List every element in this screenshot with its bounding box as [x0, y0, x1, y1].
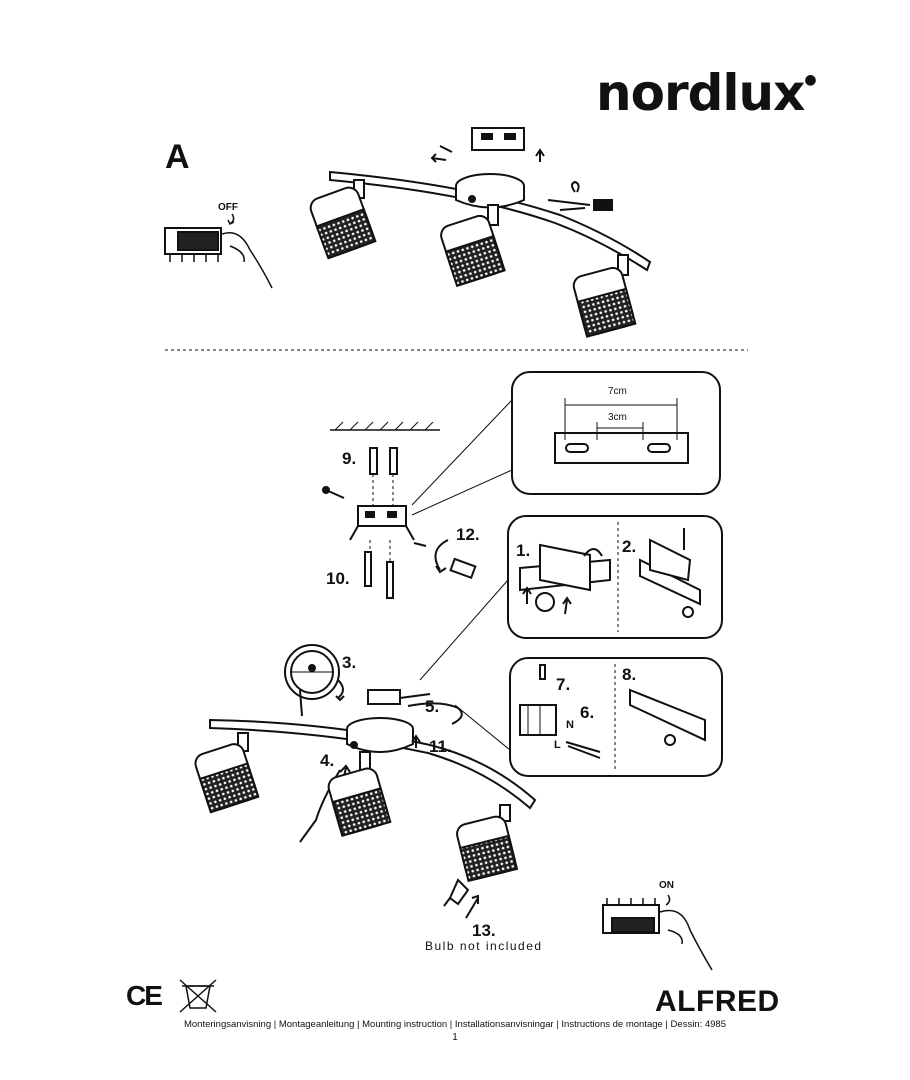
weee-icon — [179, 979, 217, 1013]
step-5: 5. — [425, 697, 439, 716]
step-1: 1. — [516, 541, 530, 560]
bracket-top — [471, 127, 525, 151]
page-number: 1 — [452, 1032, 458, 1043]
step-13: 13. — [472, 921, 496, 940]
section-a-label: A — [165, 138, 190, 176]
step-3: 3. — [342, 653, 356, 672]
product-name: ALFRED — [655, 985, 780, 1018]
step-8: 8. — [622, 665, 636, 684]
step-6: 6. — [580, 703, 594, 722]
footer-text: Monteringsanvisning | Montageanleitung |… — [183, 1019, 726, 1030]
fuse-box-on — [602, 894, 713, 971]
wire-l: L — [554, 739, 561, 751]
step-2: 2. — [622, 537, 636, 556]
step-7: 7. — [556, 675, 570, 694]
label-off: OFF — [218, 202, 238, 213]
brand-logo: nordlux● — [596, 64, 817, 122]
label-on: ON — [659, 880, 674, 891]
ce-mark: CE — [126, 980, 163, 1011]
step-4: 4. — [320, 751, 334, 770]
step-10: 10. — [326, 569, 350, 588]
step-12: 12. — [456, 525, 480, 544]
fuse-box-off — [164, 213, 273, 289]
dim-7cm: 7cm — [608, 386, 627, 397]
rotate-arrow-12 — [434, 539, 449, 574]
dim-3cm: 3cm — [608, 412, 627, 423]
rotate-arrow — [571, 180, 580, 193]
wire-n: N — [566, 719, 574, 731]
steps-6-8-box — [509, 657, 723, 777]
step-9: 9. — [342, 449, 356, 468]
bulb-note: Bulb not included — [425, 939, 543, 953]
step-11: 11. — [429, 737, 452, 756]
steps-1-2-box — [507, 515, 723, 639]
